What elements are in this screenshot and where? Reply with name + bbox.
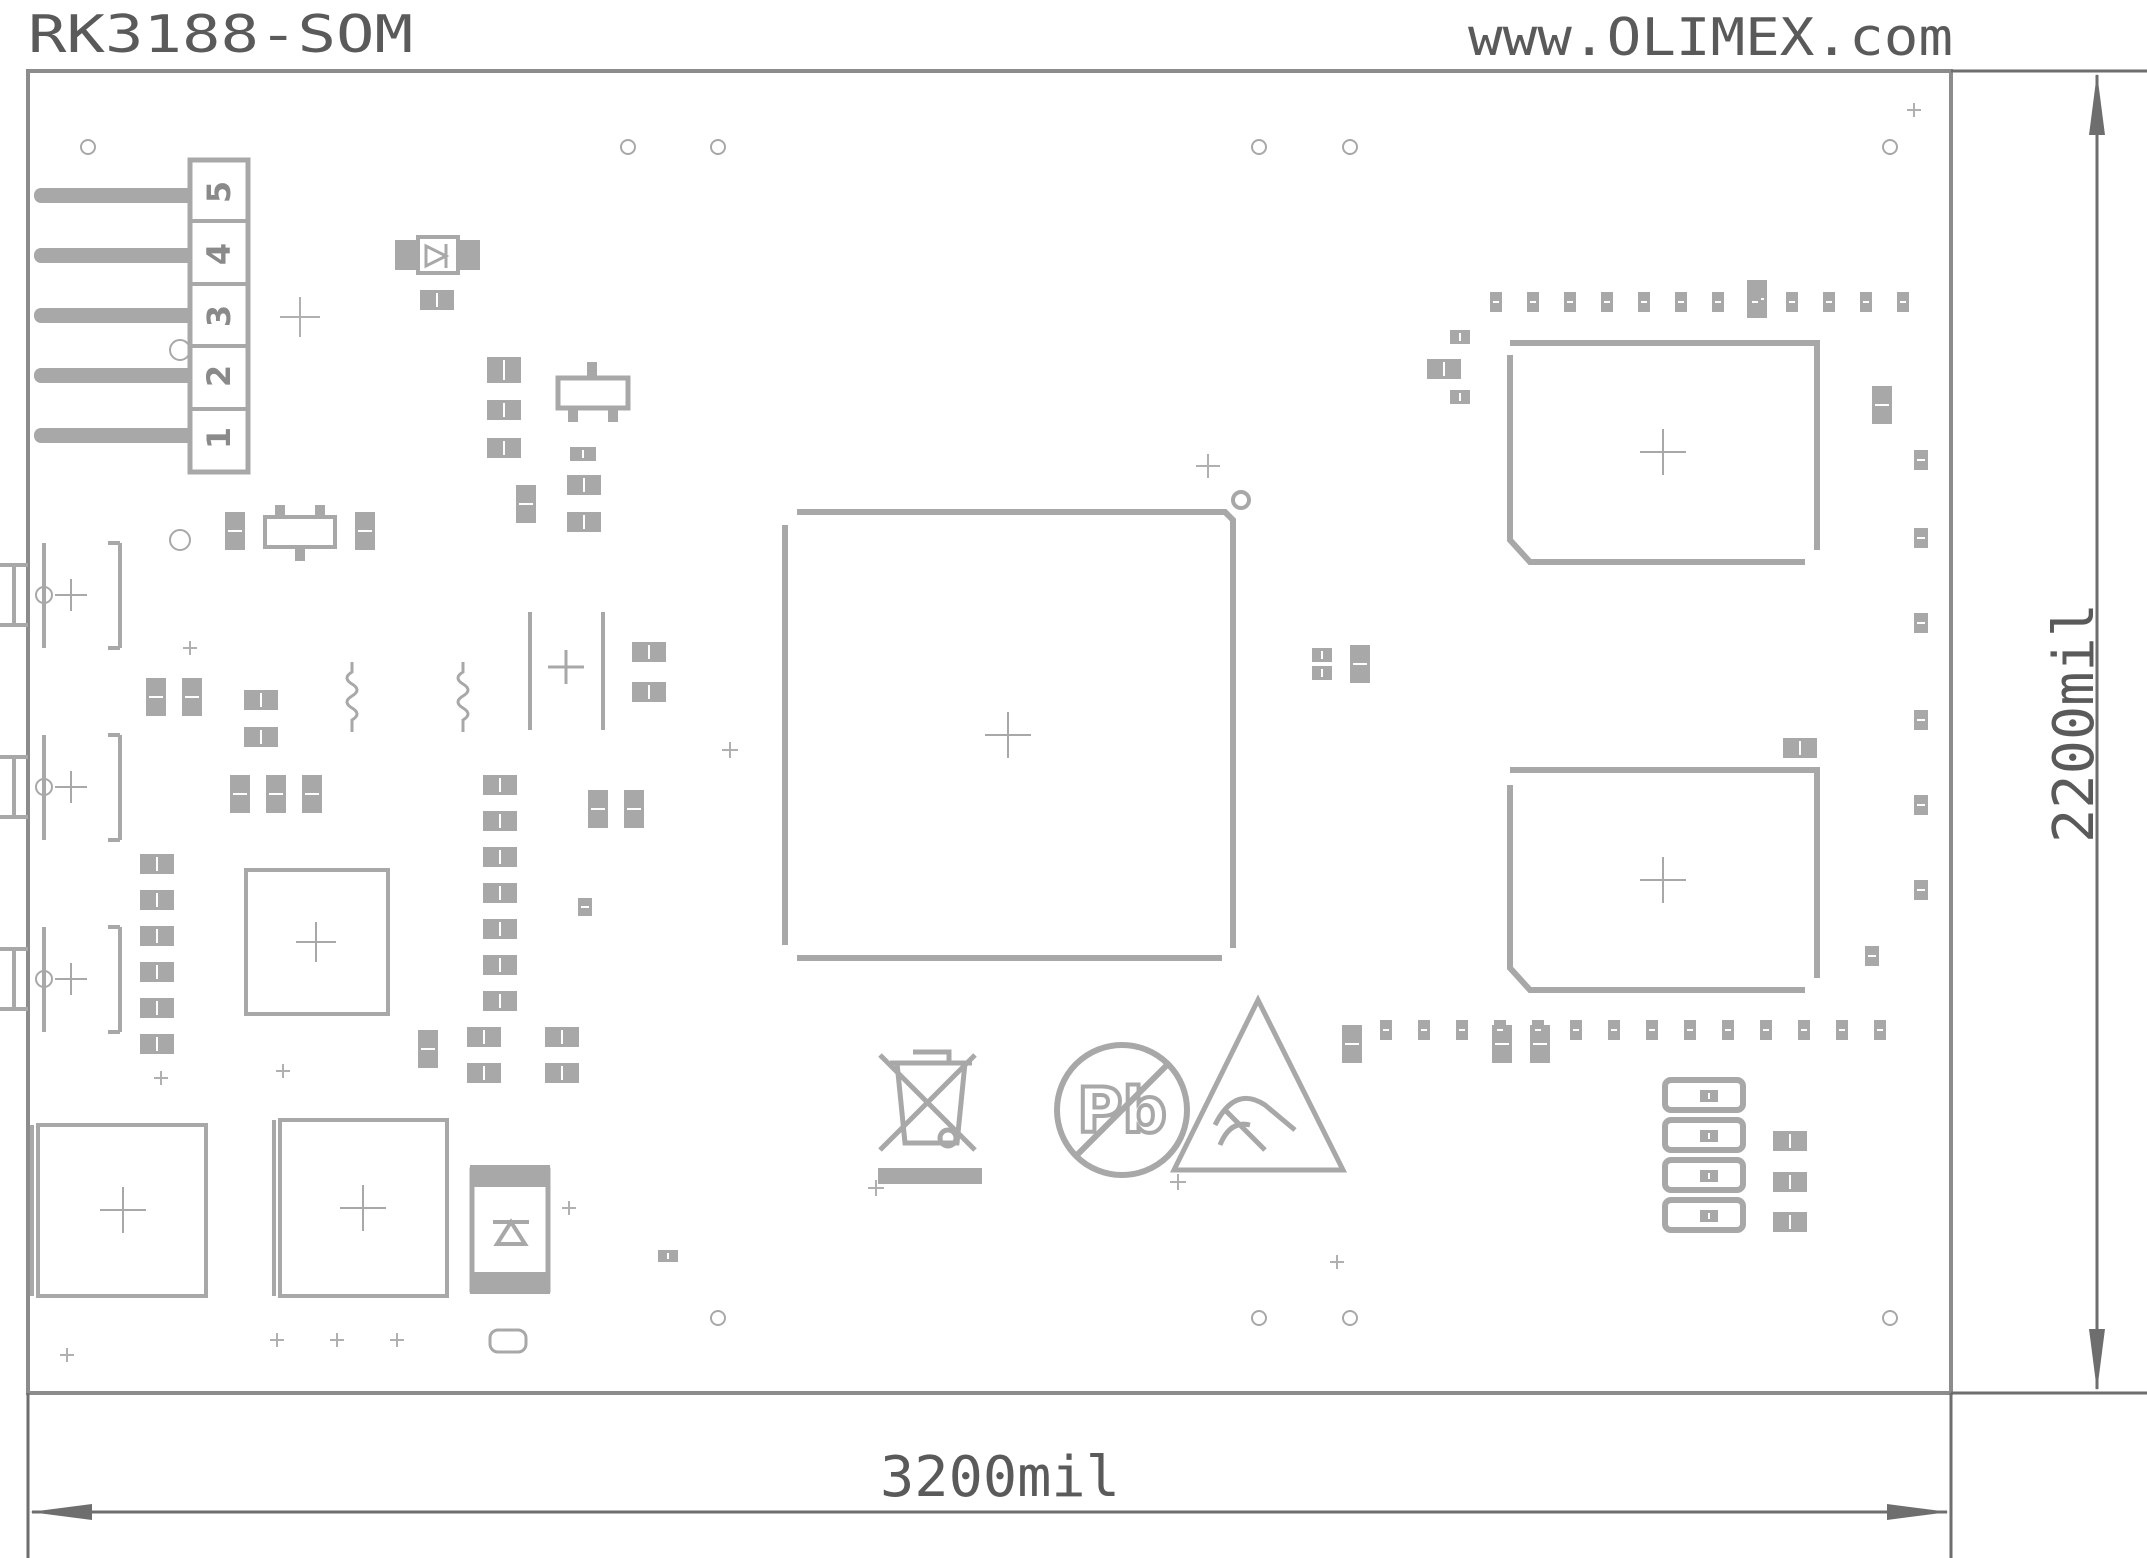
smd-pads [140, 280, 1928, 1262]
resistor-networks [1662, 1077, 1746, 1233]
fiducial-crosses [60, 103, 1921, 1362]
crystal [528, 612, 605, 730]
pin-label-4: 4 [200, 243, 238, 265]
pin-label-2: 2 [200, 365, 238, 387]
pin-label-5: 5 [200, 181, 238, 203]
dram-chip-1 [1507, 340, 1820, 565]
width-dimension [26, 1393, 1953, 1558]
edge-connectors [0, 541, 122, 1034]
main-soc [782, 509, 1236, 961]
board-outline [26, 69, 1953, 1395]
inductor-1 [30, 1123, 208, 1298]
sot23-transistor-2 [263, 505, 337, 561]
height-dimension [1951, 69, 2147, 1395]
weee-bin-icon [878, 1049, 982, 1184]
lead-free-icon: Pb [1054, 1042, 1190, 1178]
dram-chip-2 [1507, 767, 1820, 993]
status-led [395, 235, 480, 275]
height-label: 2200mil [2042, 603, 2107, 843]
pin-label-3: 3 [200, 305, 238, 327]
mounting-holes [80, 139, 1898, 1326]
schottky-diode [469, 1165, 551, 1354]
website: www.OLIMEX.com [1468, 8, 1953, 68]
ferrite-beads [345, 662, 470, 732]
pin-header: 5 4 3 2 1 [34, 157, 251, 475]
inductor-2 [272, 1118, 449, 1298]
width-label: 3200mil [880, 1445, 1120, 1510]
sot23-transistor-1 [555, 362, 631, 422]
board-name: RK3188-SOM [28, 5, 413, 65]
pmic-chip [244, 868, 390, 1016]
pin-label-1: 1 [200, 427, 238, 449]
esd-warning-icon [1169, 994, 1348, 1173]
